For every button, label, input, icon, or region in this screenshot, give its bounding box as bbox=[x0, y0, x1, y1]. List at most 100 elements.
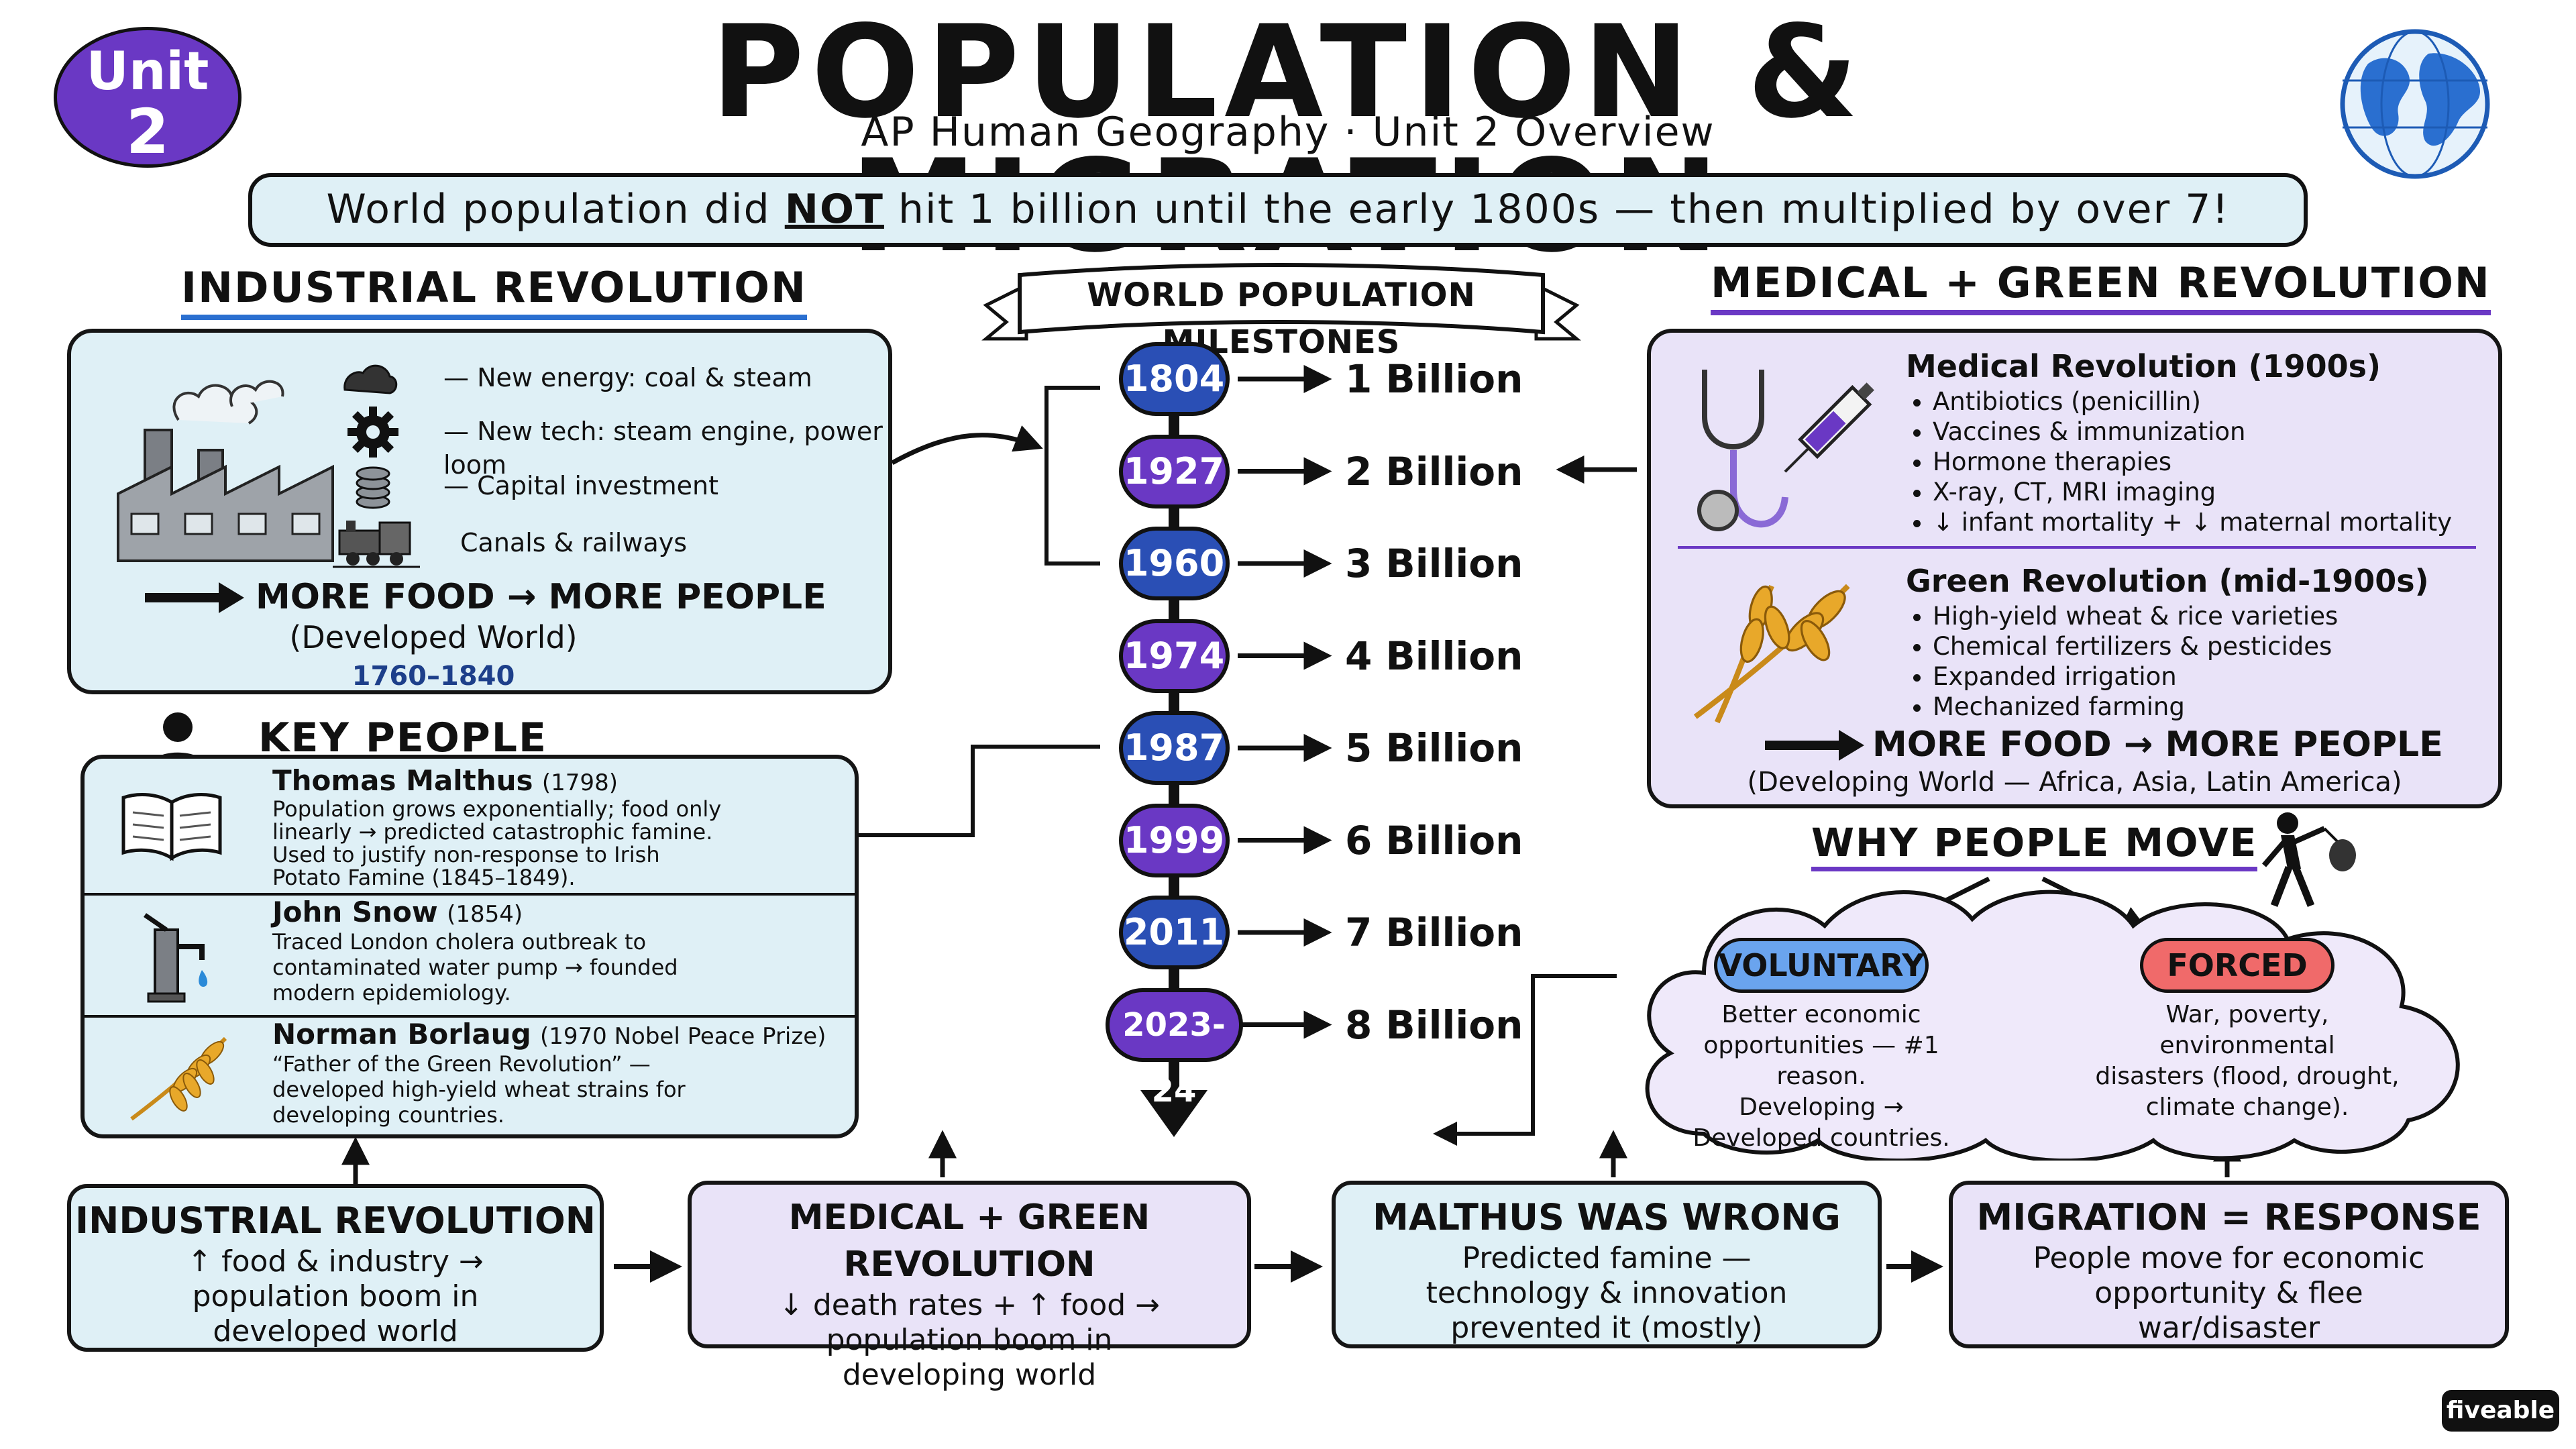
cloud-to-malthus-arrow bbox=[1433, 974, 1617, 1146]
medical-item-4: X-ray, CT, MRI imaging bbox=[1933, 477, 2452, 507]
malthus-line-1: Population grows exponentially; food onl… bbox=[272, 796, 722, 822]
key-fact-banner: World population did NOT hit 1 billion u… bbox=[248, 173, 2308, 247]
unit-badge: Unit 2 bbox=[54, 27, 241, 168]
flow-title-2: MEDICAL + GREEN REVOLUTION bbox=[788, 1197, 1150, 1285]
medical-rev-title: Medical Revolution (1900s) bbox=[1906, 348, 2381, 384]
milestone-label: 6 Billion bbox=[1345, 817, 1523, 863]
unit-badge-line2: 2 bbox=[125, 96, 169, 168]
milestone-year-badge: 1974 bbox=[1118, 619, 1230, 693]
flow-4-line-2: opportunity & flee bbox=[2094, 1276, 2363, 1310]
industrial-box: — New energy: coal & steam — New tech: s… bbox=[67, 329, 892, 694]
milestone-label: 5 Billion bbox=[1345, 725, 1523, 771]
flow-3-line-2: technology & innovation bbox=[1426, 1276, 1788, 1310]
medical-item-5: ↓ infant mortality + ↓ maternal mortalit… bbox=[1933, 507, 2452, 537]
milestone-label: 8 Billion bbox=[1345, 1002, 1523, 1048]
flow-title-4: MIGRATION = RESPONSE bbox=[1976, 1196, 2481, 1238]
snow-line-3: modern epidemiology. bbox=[272, 980, 511, 1006]
medical-item-2: Vaccines & immunization bbox=[1933, 417, 2452, 447]
medical-divider bbox=[1678, 546, 2476, 549]
voluntary-line-1: Better economic bbox=[1721, 1001, 1921, 1028]
snow-name: John Snow bbox=[272, 896, 438, 928]
borlaug-line-3: developing countries. bbox=[272, 1102, 504, 1128]
stethoscope-syringe-icon bbox=[1697, 370, 1874, 531]
forced-line-3: disasters (flood, drought, bbox=[2095, 1063, 2400, 1090]
green-rev-title: Green Revolution (mid-1900s) bbox=[1906, 563, 2429, 599]
water-pump-icon bbox=[144, 913, 208, 1003]
coal-icon bbox=[343, 364, 398, 394]
migrant-icon bbox=[2261, 812, 2356, 908]
flow-title-3: MALTHUS WAS WRONG bbox=[1373, 1196, 1841, 1238]
milestones-ribbon bbox=[981, 263, 1581, 341]
medical-item-1: Antibiotics (penicillin) bbox=[1933, 386, 2452, 417]
malthus-line-3: Used to justify non-response to Irish bbox=[272, 842, 660, 867]
industrial-to-timeline-arrow bbox=[891, 425, 1043, 466]
wheat-bundle-icon bbox=[1693, 584, 1850, 724]
milestone-year-badge: 1987 bbox=[1118, 711, 1230, 785]
wheat-icon bbox=[130, 1036, 227, 1121]
milestone-label: 4 Billion bbox=[1345, 633, 1523, 679]
keypeople-to-1987-line bbox=[855, 745, 1100, 837]
flow-box-migration: MIGRATION = RESPONSE People move for eco… bbox=[1949, 1181, 2509, 1348]
green-item-4: Mechanized farming bbox=[1933, 692, 2338, 722]
milestone-arrows bbox=[1238, 365, 1332, 1039]
milestone-year-badge: 1804 bbox=[1118, 342, 1230, 416]
industrial-item-2: — New tech: steam engine, power loom bbox=[443, 417, 883, 480]
banner-text-emphasis: NOT bbox=[784, 186, 884, 233]
green-item-3: Expanded irrigation bbox=[1933, 661, 2338, 692]
malthus-name: Thomas Malthus bbox=[272, 764, 533, 797]
industrial-item-1: — New energy: coal & steam bbox=[443, 363, 812, 392]
banner-text-pre: World population did bbox=[326, 186, 785, 233]
flow-2-line-1: ↓ death rates + ↑ food → bbox=[778, 1288, 1161, 1322]
industrial-heading: INDUSTRIAL REVOLUTION bbox=[181, 263, 807, 320]
borlaug-line-2: developed high-yield wheat strains for bbox=[272, 1077, 686, 1102]
timeline-arrowhead bbox=[1140, 1090, 1208, 1137]
flow-3-line-3: prevented it (mostly) bbox=[1450, 1311, 1763, 1345]
malthus-line-2: linearly → predicted catastrophic famine… bbox=[272, 819, 713, 845]
flow-box-medical-green: MEDICAL + GREEN REVOLUTION ↓ death rates… bbox=[688, 1181, 1251, 1392]
coins-icon bbox=[356, 466, 390, 509]
bracket-1804-1960 bbox=[1044, 386, 1100, 566]
flow-4-line-3: war/disaster bbox=[2137, 1311, 2320, 1345]
snow-year: (1854) bbox=[447, 901, 523, 928]
green-sub: (Developing World — Africa, Asia, Latin … bbox=[1747, 767, 2402, 798]
banner-text-post: hit 1 billion until the early 1800s — th… bbox=[883, 186, 2230, 233]
why-move-heading: WHY PEOPLE MOVE bbox=[1811, 820, 2258, 871]
snow-line-1: Traced London cholera outbreak to bbox=[272, 929, 647, 955]
voluntary-line-4: Developed countries. bbox=[1693, 1124, 1950, 1152]
medical-item-3: Hormone therapies bbox=[1933, 447, 2452, 477]
voluntary-line-3: Developing → bbox=[1739, 1093, 1904, 1121]
green-rev-list: High-yield wheat & rice varieties Chemic… bbox=[1906, 601, 2338, 722]
green-item-2: Chemical fertilizers & pesticides bbox=[1933, 631, 2338, 661]
person-row-snow: John Snow (1854) Traced London cholera o… bbox=[85, 893, 855, 1018]
milestone-year-badge: 2011 bbox=[1118, 896, 1230, 969]
flow-1-line-1: ↑ food & industry → bbox=[187, 1244, 484, 1279]
industrial-result: MORE FOOD → MORE PEOPLE bbox=[256, 577, 826, 617]
flow-1-line-2: population boom in bbox=[192, 1279, 479, 1313]
medical-box: Medical Revolution (1900s) Antibiotics (… bbox=[1647, 329, 2502, 808]
flow-3-line-1: Predicted famine — bbox=[1462, 1241, 1752, 1275]
flow-4-line-1: People move for economic bbox=[2033, 1241, 2425, 1275]
forced-line-4: climate change). bbox=[2145, 1093, 2349, 1121]
brand-logo: fiveable bbox=[2442, 1390, 2559, 1432]
milestones-heading: WORLD POPULATION MILESTONES bbox=[1087, 276, 1476, 361]
forced-line-1: War, poverty, bbox=[2165, 1001, 2329, 1028]
medical-rev-list: Antibiotics (penicillin) Vaccines & immu… bbox=[1906, 386, 2452, 537]
factory-icon bbox=[117, 380, 334, 562]
key-people-heading: KEY PEOPLE bbox=[258, 714, 547, 761]
industrial-sub: (Developed World) bbox=[289, 619, 578, 655]
flow-box-industrial: INDUSTRIAL REVOLUTION ↑ food & industry … bbox=[67, 1184, 604, 1352]
globe-icon bbox=[2340, 29, 2490, 179]
voluntary-line-2: opportunities — #1 reason. bbox=[1703, 1032, 1939, 1090]
milestone-label: 2 Billion bbox=[1345, 448, 1523, 494]
train-icon bbox=[333, 521, 420, 568]
industrial-item-3: — Capital investment bbox=[443, 471, 718, 500]
forced-text: War, poverty, environmental disasters (f… bbox=[2080, 1000, 2415, 1123]
green-result-arrow-icon bbox=[1765, 730, 1864, 761]
flow-title-1: INDUSTRIAL REVOLUTION bbox=[75, 1199, 596, 1242]
milestone-label: 7 Billion bbox=[1345, 910, 1523, 955]
milestone-year-badge: 1960 bbox=[1118, 527, 1230, 600]
borlaug-line-1: “Father of the Green Revolution” — bbox=[272, 1051, 651, 1077]
industrial-years: 1760–1840 bbox=[352, 661, 515, 692]
flow-1-line-3: developed world bbox=[213, 1314, 458, 1348]
flow-2-line-3: developing world bbox=[842, 1358, 1097, 1392]
